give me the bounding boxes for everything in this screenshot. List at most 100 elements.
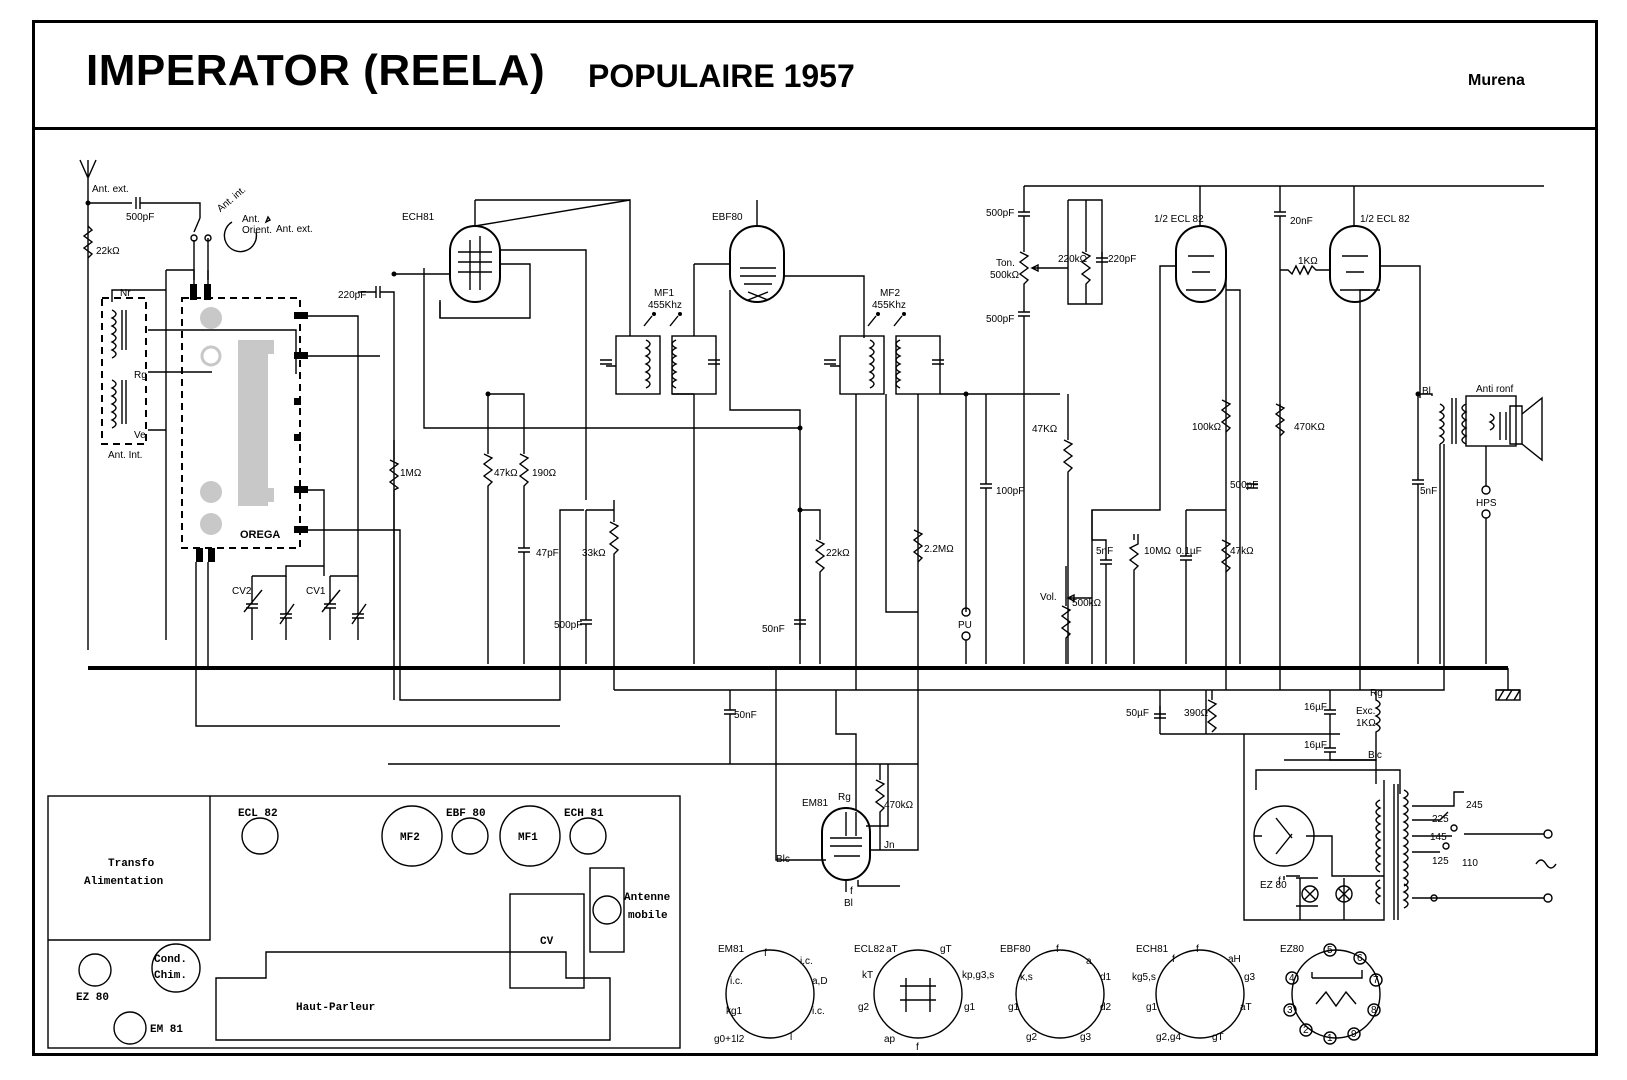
label-ton: Ton.: [996, 258, 1015, 269]
author-label: Murena: [1468, 72, 1525, 89]
pin-ebf80-3: d1: [1100, 972, 1112, 983]
label-ecl82-b: 1/2 ECL 82: [1360, 214, 1410, 225]
label-r100k: 100kΩ: [1192, 422, 1222, 433]
layout-ez80: EZ 80: [76, 992, 109, 1004]
label-c50nf-b: 50nF: [734, 710, 757, 721]
pin-em81-4: i.c.: [812, 1006, 825, 1017]
label-c16uf-a: 16µF: [1304, 702, 1327, 713]
pin-ez80-0: 5: [1327, 945, 1333, 956]
page-title: IMPERATOR (REELA): [86, 46, 546, 95]
label-em81: EM81: [802, 798, 829, 809]
label-ebf80: EBF80: [712, 212, 743, 223]
pin-ez80-6: 2: [1303, 1025, 1309, 1036]
layout-cv: CV: [540, 936, 554, 948]
mf2-transformer: [824, 312, 1060, 764]
pin-ebf80-0: f: [1056, 944, 1059, 955]
power-supply: [1154, 690, 1557, 921]
label-bl2: Bl: [844, 898, 853, 909]
label-orega: OREGA: [240, 529, 280, 541]
layout-em81: EM 81: [150, 1024, 183, 1036]
pinout-ecl82: [873, 949, 963, 1039]
pin-ecl82-6: ap: [884, 1034, 896, 1045]
label-ant-orient: Ant.Orient.: [242, 214, 272, 236]
label-bl: Bl: [1422, 386, 1431, 397]
title-block: [32, 20, 1598, 130]
label-c50uf: 50µF: [1126, 708, 1149, 719]
pin-ecl82-7: f: [916, 1042, 919, 1053]
audio-section: [1018, 185, 1544, 690]
page-subtitle: POPULAIRE 1957: [588, 58, 855, 94]
label-mf1-freq: 455Khz: [648, 300, 682, 311]
pin-em81-0: f: [764, 948, 767, 959]
pin-ech81-8: gT: [1212, 1032, 1224, 1043]
label-rg2: Rg: [1370, 688, 1383, 699]
ebf80-stage: [694, 200, 865, 664]
pin-em81-3: a,D: [812, 976, 828, 987]
pin-ez80-8: 1: [1327, 1033, 1333, 1044]
pinout-title-em81: EM81: [718, 944, 745, 955]
label-110: 110: [1462, 858, 1478, 869]
pin-ech81-3: kg5,s: [1132, 972, 1156, 983]
label-r22k-b: 22kΩ: [826, 548, 850, 559]
label-c500pf-b: 500pF: [554, 620, 582, 631]
pin-ebf80-2: k,s: [1020, 972, 1033, 983]
pinout-ebf80: [1015, 949, 1105, 1039]
label-c20nf: 20nF: [1290, 216, 1313, 227]
pinout-title-ez80: EZ80: [1280, 944, 1304, 955]
label-r1k: 1KΩ: [1298, 256, 1318, 267]
ech81-stage: [358, 199, 800, 700]
label-ant-ext: Ant. ext.: [92, 184, 129, 195]
label-mf1: MF1: [654, 288, 674, 299]
label-r10m: 10MΩ: [1144, 546, 1171, 557]
label-ech81: ECH81: [402, 212, 435, 223]
pin-em81-1: i.c.: [800, 956, 813, 967]
layout-haut-parleur: Haut-Parleur: [296, 1002, 375, 1014]
pin-em81-5: l: [790, 1032, 792, 1043]
antenna-section: [79, 159, 297, 650]
pin-ebf80-6: g2: [1026, 1032, 1038, 1043]
layout-transfo: Transfo: [108, 858, 155, 870]
label-c5nf-b: 5nF: [1420, 486, 1437, 497]
pinout-title-ecl82: ECL82: [854, 944, 885, 955]
label-f-ez: f: [1278, 876, 1281, 887]
label-ve: Ve: [134, 430, 146, 441]
label-r33k: 33kΩ: [582, 548, 606, 559]
label-blc: Blc: [1368, 750, 1382, 761]
em81-tuning-indicator: [388, 668, 919, 892]
label-r390: 390Ω: [1184, 708, 1209, 719]
pin-ez80-3: 7: [1373, 975, 1379, 986]
pin-ech81-6: aT: [1240, 1002, 1252, 1013]
label-c220pf: 220pF: [338, 290, 366, 301]
label-rg: Rg: [134, 370, 147, 381]
label-rg3: Rg: [838, 792, 851, 803]
layout-cond: Cond.: [154, 954, 187, 966]
label-c500pf-mid: 500pF: [986, 314, 1014, 325]
layout-mf1: MF1: [518, 832, 538, 844]
pin-ecl82-4: g2: [858, 1002, 870, 1013]
pin-ech81-5: g1: [1146, 1002, 1158, 1013]
label-r47k-c: 47kΩ: [1230, 546, 1254, 557]
pin-ech81-1: f: [1196, 944, 1199, 955]
label-ez80: EZ 80: [1260, 880, 1287, 891]
component-labels: Ant. ext. 500pF Ant. int. Ant.Orient. An…: [92, 184, 1513, 909]
label-r470k-b: 470kΩ: [884, 800, 914, 811]
pinout-labels: EM81 ECL82 EBF80 ECH81 EZ80 f i.c. i.c. …: [714, 944, 1379, 1053]
label-c500pf-c: 500pF: [1230, 480, 1258, 491]
label-r47k-b: 47KΩ: [1032, 424, 1058, 435]
layout-ech81: ECH 81: [564, 808, 604, 820]
pinout-ech81: [1155, 949, 1245, 1039]
label-500pf-ant: 500pF: [126, 212, 154, 223]
label-vol: Vol.: [1040, 592, 1057, 603]
label-mf2: MF2: [880, 288, 900, 299]
label-c50nf-a: 50nF: [762, 624, 785, 635]
pin-ez80-1: 6: [1357, 953, 1363, 964]
pin-ebf80-7: g3: [1080, 1032, 1092, 1043]
pin-ez80-5: 8: [1371, 1005, 1377, 1016]
label-exc-val: 1KΩ: [1356, 718, 1376, 729]
label-jn: Jn: [884, 840, 895, 851]
pin-ecl82-3: kp,g3,s: [962, 970, 994, 981]
drawing-frame: [32, 20, 1598, 1056]
label-225: 225: [1432, 814, 1449, 825]
label-145: 145: [1430, 832, 1447, 843]
